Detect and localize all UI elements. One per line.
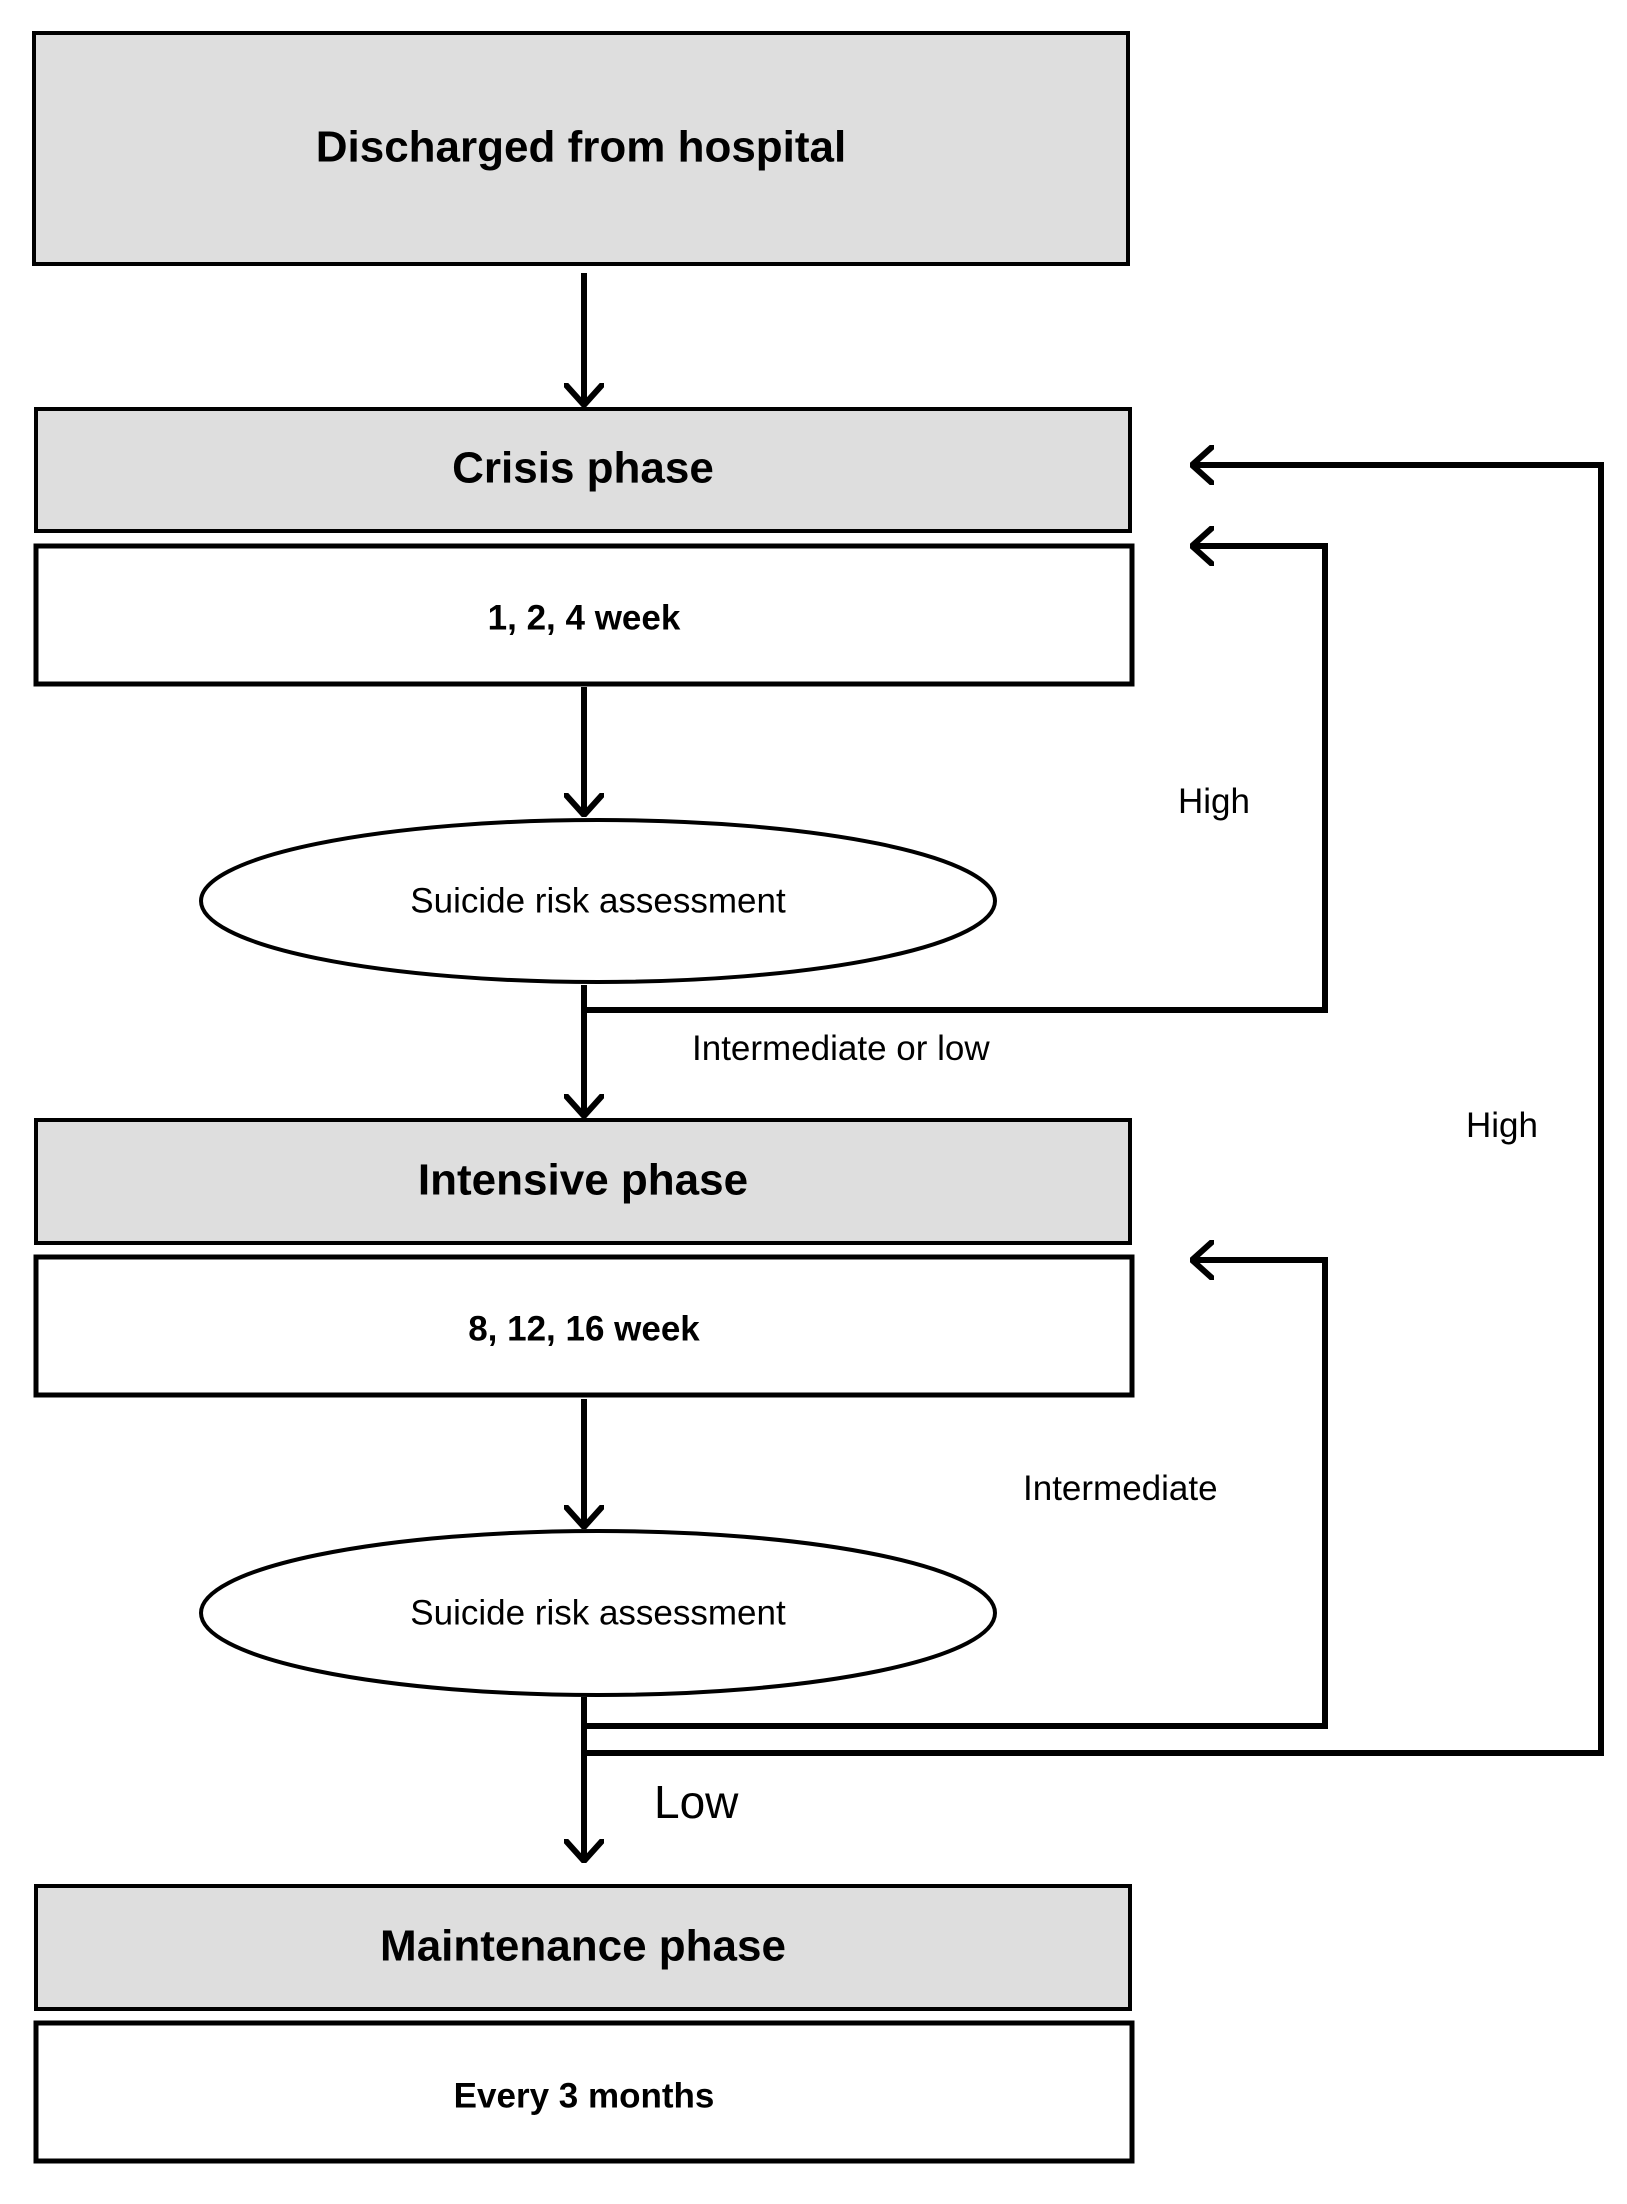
- loop-intensive-high: [584, 465, 1604, 1756]
- maintenance-schedule: Every 3 months: [454, 2076, 715, 2115]
- edge-label-crisis-high: High: [1178, 782, 1250, 821]
- discharged-title: Discharged from hospital: [316, 123, 847, 172]
- edge-label-low: Low: [654, 1776, 739, 1828]
- intensive-phase-title: Intensive phase: [418, 1156, 748, 1205]
- loop-crisis-high: [584, 546, 1328, 1013]
- edge-label-intermediate-or-low: Intermediate or low: [692, 1029, 990, 1068]
- crisis-assessment-ellipse: [199, 818, 997, 984]
- maintenance-schedule-box: [33, 2020, 1135, 2164]
- crisis-assessment-label: Suicide risk assessment: [410, 881, 786, 920]
- intensive-assessment-ellipse: [199, 1529, 997, 1697]
- intensive-assessment-label: Suicide risk assessment: [410, 1593, 786, 1632]
- maintenance-phase-node: Maintenance phase Every 3 months: [33, 1884, 1135, 2164]
- intensive-schedule-box: [33, 1254, 1135, 1398]
- crisis-schedule: 1, 2, 4 week: [488, 598, 681, 637]
- intensive-assessment-node: Suicide risk assessment: [199, 1529, 997, 1697]
- edge-label-intensive-high: High: [1466, 1106, 1538, 1145]
- loop-intensive-intermediate: [584, 1260, 1328, 1729]
- crisis-phase-node: Crisis phase 1, 2, 4 week: [33, 407, 1135, 687]
- connectors: [584, 273, 1604, 1861]
- discharged-node: Discharged from hospital: [32, 31, 1130, 266]
- crisis-phase-title: Crisis phase: [452, 444, 714, 493]
- edge-label-intermediate: Intermediate: [1023, 1469, 1218, 1508]
- maintenance-phase-title: Maintenance phase: [380, 1922, 786, 1971]
- intensive-phase-header: [34, 1118, 1132, 1245]
- maintenance-phase-header: [34, 1884, 1132, 2011]
- crisis-phase-header: [34, 407, 1132, 533]
- intensive-phase-node: Intensive phase 8, 12, 16 week: [33, 1118, 1135, 1398]
- crisis-assessment-node: Suicide risk assessment: [199, 818, 997, 984]
- intensive-schedule: 8, 12, 16 week: [468, 1309, 700, 1348]
- discharged-box: [32, 31, 1130, 266]
- crisis-schedule-box: [33, 543, 1135, 687]
